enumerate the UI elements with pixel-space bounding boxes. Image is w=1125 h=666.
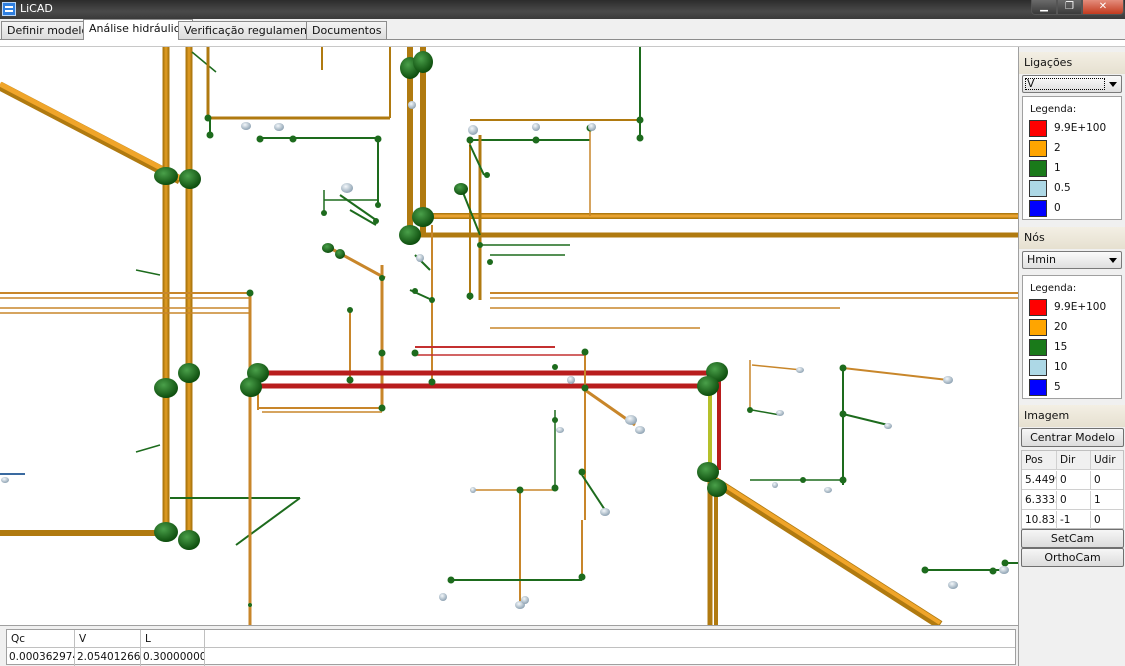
nodes-legend-item: 20 <box>1027 319 1121 337</box>
legend-label: 1 <box>1054 162 1061 174</box>
color-swatch[interactable] <box>1029 379 1047 396</box>
color-swatch[interactable] <box>1029 140 1047 157</box>
camera-dir-field[interactable]: 0 <box>1057 471 1091 490</box>
legend-label: 0 <box>1054 202 1061 214</box>
camera-header-udir: Udir <box>1091 451 1123 470</box>
camera-pos-field[interactable]: 6.3333 <box>1022 491 1057 510</box>
camera-dir-field[interactable]: -1 <box>1057 511 1091 530</box>
color-swatch[interactable] <box>1029 200 1047 217</box>
camera-udir-field[interactable]: 0 <box>1094 514 1101 526</box>
color-swatch[interactable] <box>1029 319 1047 336</box>
maximize-button[interactable]: ❐ <box>1057 0 1082 15</box>
setcam-button[interactable]: SetCam <box>1021 529 1124 548</box>
color-swatch[interactable] <box>1029 120 1047 137</box>
nodes-legend-item: 15 <box>1027 339 1121 357</box>
color-swatch[interactable] <box>1029 359 1047 376</box>
links-legend-item: 2 <box>1027 140 1121 158</box>
results-grid[interactable]: Qc V L 0.000362974 2.054012669 0.3000000… <box>6 629 1016 666</box>
camera-dir-field[interactable]: 0 <box>1057 491 1091 510</box>
links-legend-item: 0.5 <box>1027 180 1121 198</box>
pipe-network-render <box>0 47 1018 625</box>
tab-analise-hidraulica[interactable]: Análise hidráulica <box>83 19 193 41</box>
color-swatch[interactable] <box>1029 339 1047 356</box>
camera-pos-field[interactable]: 5.4499 <box>1022 471 1057 490</box>
results-header-l[interactable]: L <box>141 630 205 648</box>
camera-header-pos: Pos <box>1022 451 1057 470</box>
results-value-qc[interactable]: 0.000362974 <box>7 648 75 666</box>
color-swatch[interactable] <box>1029 299 1047 316</box>
camera-pos-field[interactable]: 10.833 <box>1022 511 1057 530</box>
results-value-l[interactable]: 0.300000000 <box>141 648 205 666</box>
results-panel: Qc V L 0.000362974 2.054012669 0.3000000… <box>0 625 1018 666</box>
links-section-header: Ligações <box>1019 52 1125 74</box>
tab-definir-modelo[interactable]: Definir modelo <box>1 21 95 40</box>
nodes-legend-title: Legenda: <box>1030 283 1077 294</box>
camera-udir-field[interactable]: 1 <box>1091 491 1123 510</box>
nodes-legend-item: 5 <box>1027 379 1121 397</box>
tab-bar: Definir modelo Análise hidráulica Verifi… <box>0 19 1125 41</box>
tab-content-strip <box>0 40 1125 47</box>
links-variable-value: V <box>1027 77 1035 90</box>
title-bar: LiCAD ▁ ❐ ✕ <box>0 0 1125 19</box>
legend-label: 0.5 <box>1054 182 1071 194</box>
nodes-variable-select[interactable]: Hmin <box>1022 251 1122 269</box>
camera-udir-field[interactable]: 0 <box>1091 471 1123 490</box>
color-swatch[interactable] <box>1029 160 1047 177</box>
links-legend-title: Legenda: <box>1030 104 1077 115</box>
minimize-button[interactable]: ▁ <box>1031 0 1057 15</box>
legend-label: 9.9E+100 <box>1054 301 1107 313</box>
window-title: LiCAD <box>20 2 53 15</box>
image-section-header: Imagem <box>1019 405 1125 427</box>
app-icon <box>2 2 16 16</box>
camera-grid: Pos Dir Udir 5.4499 0 0 6.3333 0 1 10.83… <box>1021 450 1124 530</box>
nodes-section-header: Nós <box>1019 227 1125 249</box>
results-value-v[interactable]: 2.054012669 <box>75 648 141 666</box>
tab-verificacao-regulamentar[interactable]: Verificação regulamentar <box>178 21 329 40</box>
nodes-legend-item: 9.9E+100 <box>1027 299 1121 317</box>
legend-label: 5 <box>1054 381 1061 393</box>
links-legend-item: 0 <box>1027 200 1121 218</box>
legend-label: 10 <box>1054 361 1068 373</box>
legend-label: 15 <box>1054 341 1068 353</box>
chevron-down-icon <box>1109 258 1117 263</box>
focus-outline <box>1025 78 1105 90</box>
results-header-filler <box>205 630 1015 648</box>
tab-documentos[interactable]: Documentos <box>306 21 388 40</box>
links-legend: Legenda: 9.9E+100 2 1 0.5 0 <box>1022 96 1122 220</box>
color-swatch[interactable] <box>1029 180 1047 197</box>
model-viewport[interactable] <box>0 47 1018 625</box>
legend-label: 2 <box>1054 142 1061 154</box>
orthocam-button[interactable]: OrthoCam <box>1021 548 1124 567</box>
center-model-button[interactable]: Centrar Modelo <box>1021 428 1124 447</box>
results-header-v[interactable]: V <box>75 630 141 648</box>
nodes-variable-value: Hmin <box>1027 253 1057 266</box>
side-panel: Ligações V Legenda: 9.9E+100 2 1 0.5 <box>1018 47 1125 666</box>
close-button[interactable]: ✕ <box>1082 0 1124 15</box>
links-legend-item: 9.9E+100 <box>1027 120 1121 138</box>
chevron-down-icon <box>1109 82 1117 87</box>
links-legend-item: 1 <box>1027 160 1121 178</box>
legend-label: 9.9E+100 <box>1054 122 1107 134</box>
links-variable-select[interactable]: V <box>1022 75 1122 93</box>
camera-header-dir: Dir <box>1057 451 1091 470</box>
results-header-qc[interactable]: Qc <box>7 630 75 648</box>
nodes-legend-item: 10 <box>1027 359 1121 377</box>
nodes-legend: Legenda: 9.9E+100 20 15 10 5 <box>1022 275 1122 399</box>
legend-label: 20 <box>1054 321 1068 333</box>
